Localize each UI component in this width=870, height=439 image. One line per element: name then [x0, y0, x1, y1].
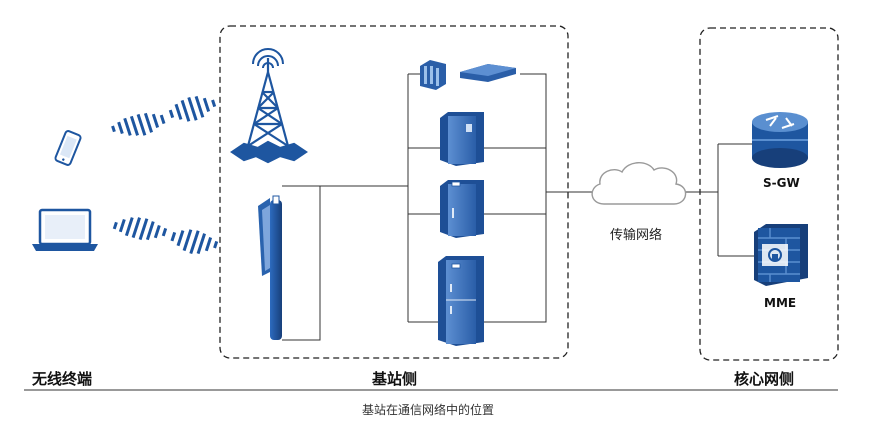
radio-wave-icon: [112, 217, 219, 255]
sgw-label: S-GW: [763, 176, 800, 190]
figure-caption: 基站在通信网络中的位置: [362, 403, 495, 417]
cloud-icon: [591, 162, 687, 205]
firewall-icon: [754, 224, 808, 286]
radio-wave-icon: [111, 95, 217, 136]
mme-label: MME: [764, 296, 797, 310]
router-icon: [752, 112, 808, 168]
antenna-icon: [258, 195, 282, 340]
cabinet-icon: [438, 256, 484, 346]
base-station-region: [219, 25, 569, 359]
transport-network-label: 传输网络: [610, 228, 663, 243]
connection-lines: [282, 73, 758, 341]
laptop-icon: [32, 208, 98, 251]
tower-icon: [230, 48, 308, 164]
core-network-side-label: 核心网侧: [734, 370, 795, 388]
base-station-side-label: 基站侧: [372, 370, 418, 388]
cabinet-icon: [440, 112, 484, 166]
cabinet-icon: [440, 180, 484, 238]
wireless-terminal-label: 无线终端: [32, 370, 93, 388]
rack-unit-icon: [420, 60, 516, 90]
core-network-region: [699, 27, 839, 361]
phone-icon: [54, 130, 82, 166]
